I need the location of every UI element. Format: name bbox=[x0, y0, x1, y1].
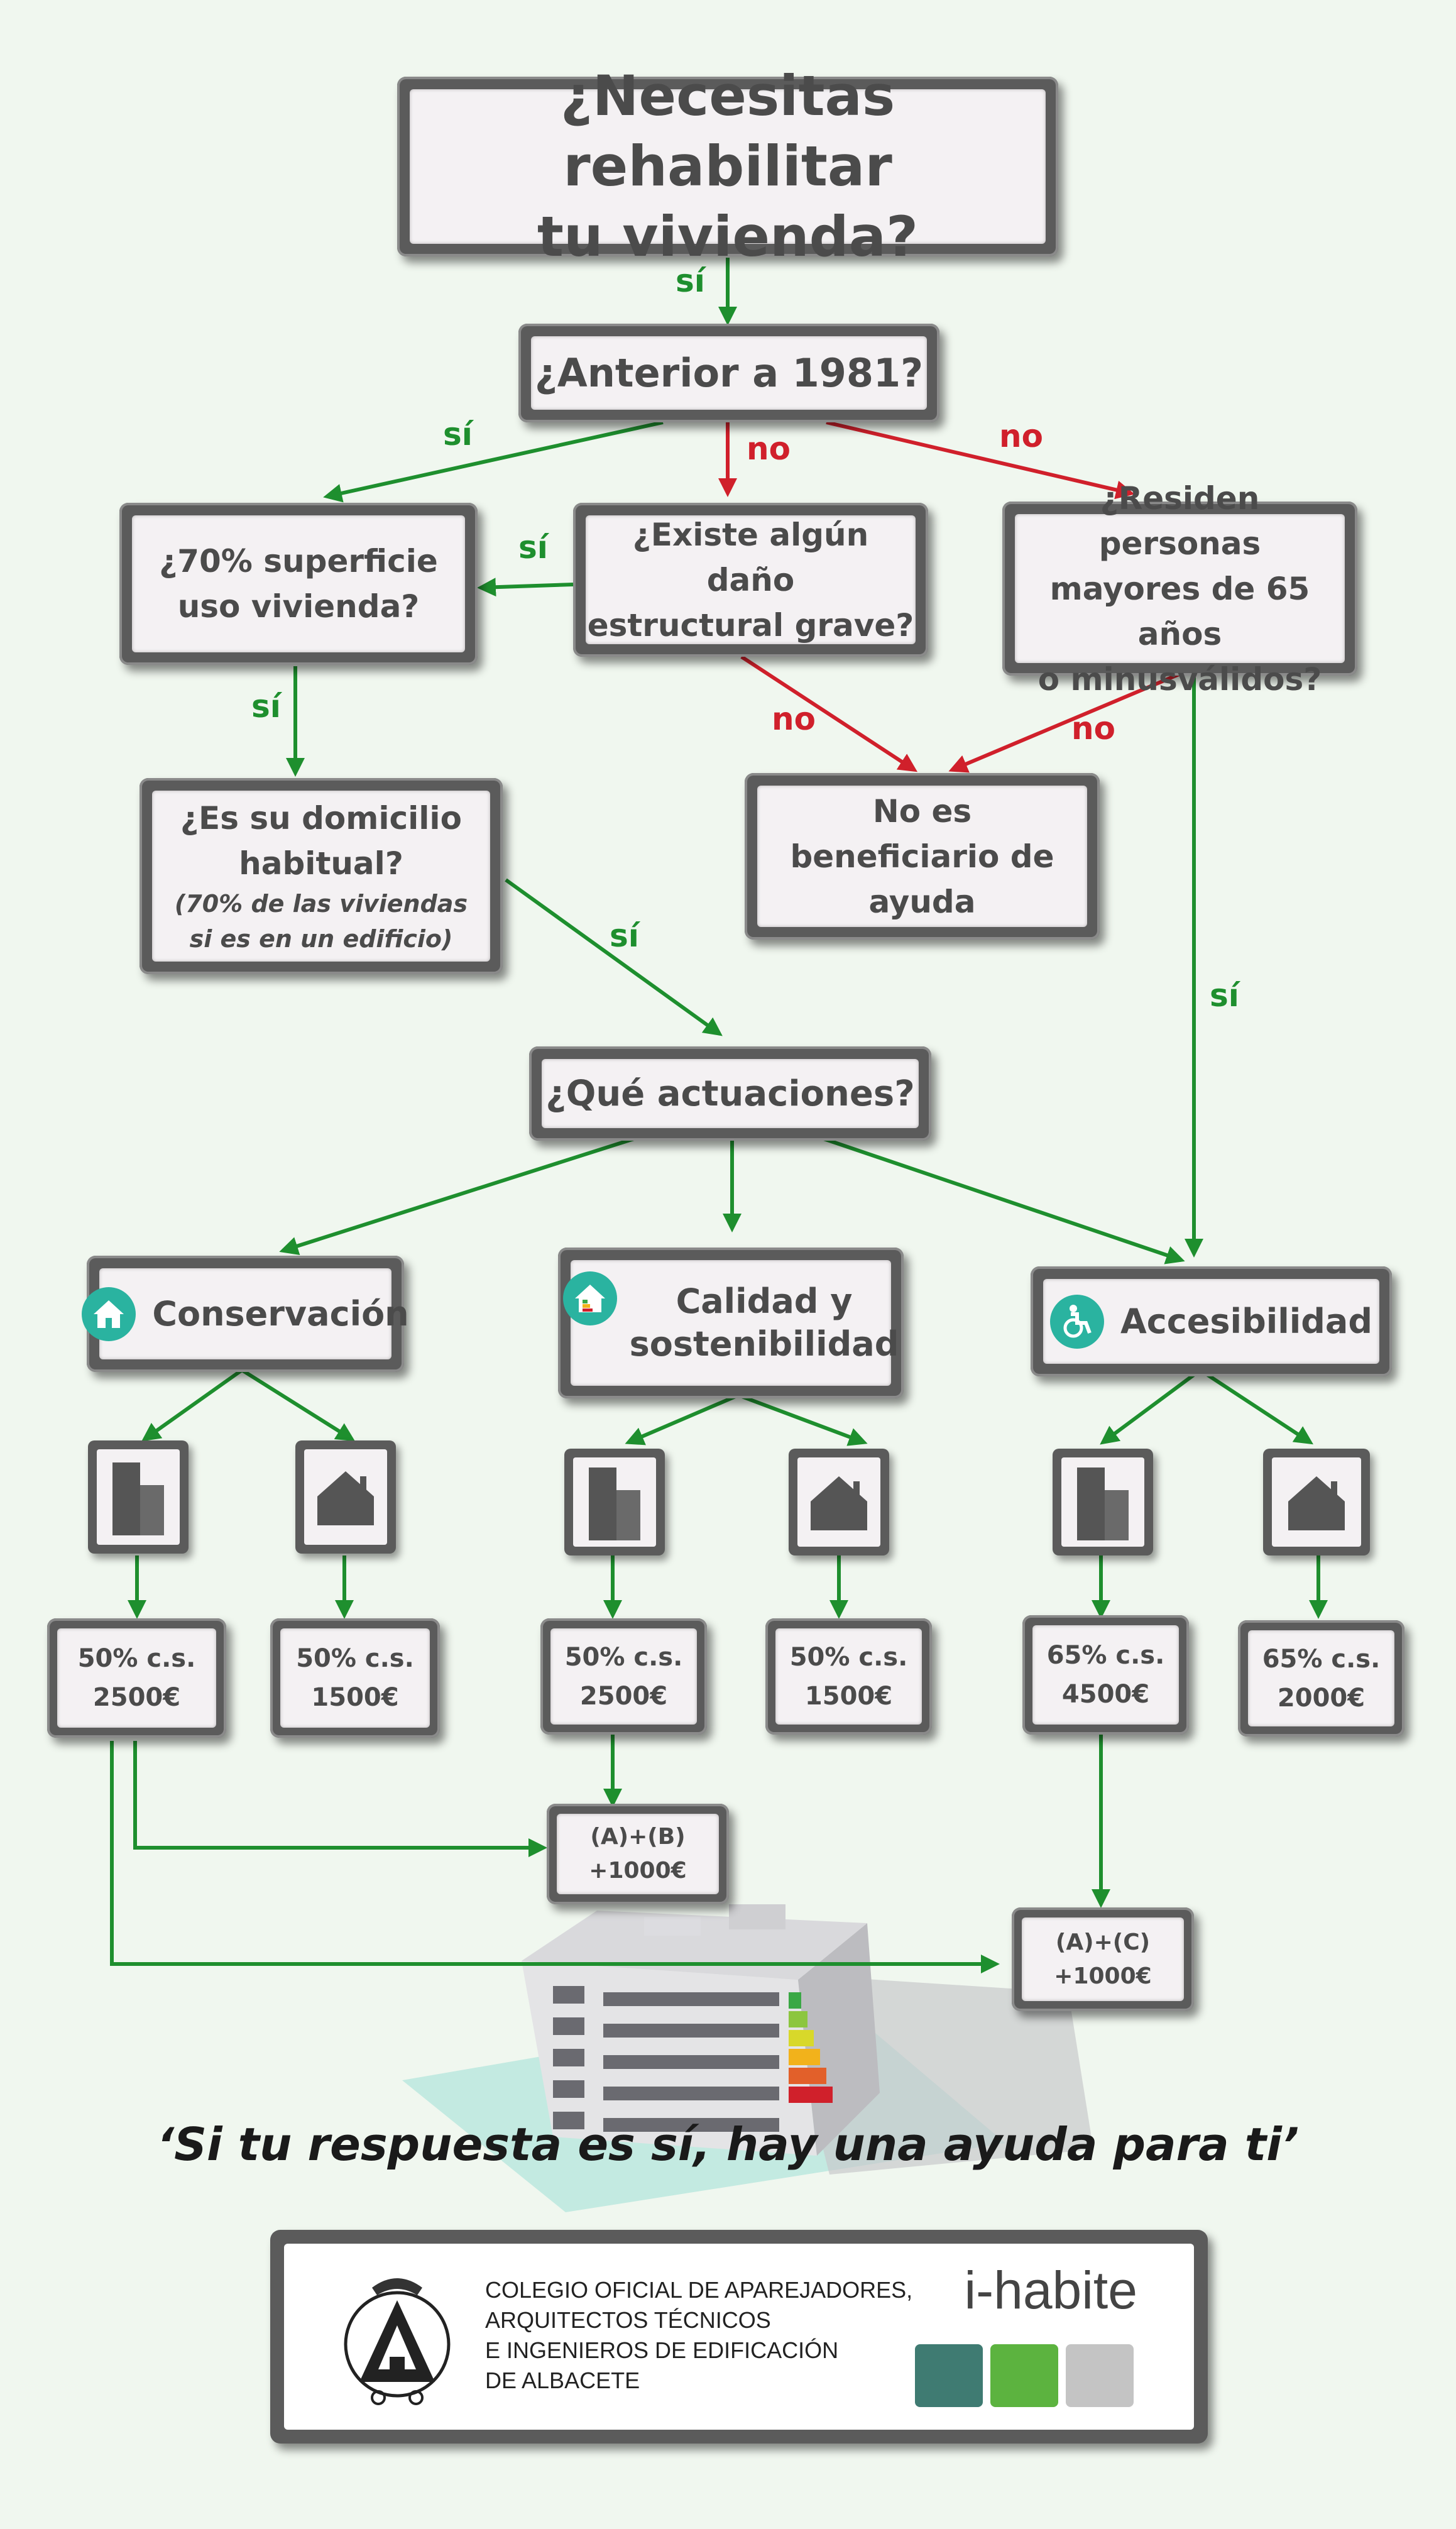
house-icon bbox=[1288, 1476, 1345, 1530]
house-icon bbox=[811, 1476, 867, 1530]
domicilio-note-line2: si es en un edificio) bbox=[189, 925, 453, 953]
energy-house-icon bbox=[562, 1271, 617, 1325]
building-icon bbox=[589, 1467, 640, 1540]
superficie-line2: uso vivienda? bbox=[177, 588, 420, 625]
combo-ab-box: (A)+(B) +1000€ bbox=[547, 1804, 729, 1904]
brand-swatch bbox=[1066, 2344, 1134, 2407]
dano-line2: estructural grave? bbox=[587, 606, 914, 644]
house-tile bbox=[295, 1440, 396, 1554]
amount-value: 2000€ bbox=[1277, 1683, 1366, 1713]
combo-ac-line2: +1000€ bbox=[1054, 1963, 1152, 1989]
building-icon bbox=[112, 1462, 164, 1535]
label-no: no bbox=[1071, 710, 1115, 747]
amount-box: 50% c.s. 1500€ bbox=[270, 1618, 440, 1738]
amount-percent: 50% c.s. bbox=[564, 1642, 683, 1672]
dano-line1: ¿Existe algún daño bbox=[632, 516, 869, 598]
slogan: ‘Si tu respuesta es sí, hay una ayuda pa… bbox=[156, 2118, 1300, 2171]
domicilio-box: ¿Es su domicilio habitual? (70% de las v… bbox=[140, 778, 503, 974]
combo-ab-line1: (A)+(B) bbox=[590, 1824, 686, 1850]
no-beneficiario-box: No es beneficiario de ayuda bbox=[745, 773, 1100, 940]
org-line2: ARQUITECTOS TÉCNICOS bbox=[485, 2307, 771, 2333]
mayores-line3: o minusválidos? bbox=[1037, 661, 1322, 698]
brand-swatch bbox=[990, 2344, 1058, 2407]
actuaciones-box: ¿Qué actuaciones? bbox=[529, 1046, 931, 1141]
label-si: sí bbox=[676, 263, 705, 299]
building-tile bbox=[564, 1449, 665, 1555]
brand-name: i-habite bbox=[964, 2261, 1137, 2320]
dano-estructural-box: ¿Existe algún daño estructural grave? bbox=[573, 503, 928, 657]
label-si: sí bbox=[251, 688, 281, 725]
main-question-line1: ¿Necesitas rehabilitar bbox=[560, 63, 895, 199]
label-no: no bbox=[747, 431, 791, 467]
conservacion-box: Conservación bbox=[82, 1256, 409, 1372]
house-icon bbox=[82, 1286, 136, 1341]
house-tile bbox=[1263, 1449, 1370, 1555]
wheelchair-icon bbox=[1049, 1294, 1104, 1349]
label-no: no bbox=[772, 701, 816, 737]
superficie-box: ¿70% superficie uso vivienda? bbox=[119, 503, 478, 665]
building-tile bbox=[88, 1440, 189, 1554]
main-question-box: ¿Necesitas rehabilitar tu vivienda? bbox=[397, 63, 1058, 269]
domicilio-line1: ¿Es su domicilio bbox=[180, 800, 462, 837]
accesibilidad-label: Accesibilidad bbox=[1120, 1301, 1373, 1341]
label-si: sí bbox=[443, 416, 473, 453]
calidad-box: Calidad y sostenibilidad bbox=[558, 1248, 904, 1398]
amount-percent: 50% c.s. bbox=[789, 1642, 908, 1672]
no-beneficiario-line1: No es bbox=[872, 793, 972, 830]
superficie-line1: ¿70% superficie bbox=[159, 543, 438, 579]
no-beneficiario-line2: beneficiario de bbox=[790, 838, 1054, 875]
calidad-line2: sostenibilidad bbox=[629, 1324, 899, 1364]
building-icon bbox=[1077, 1467, 1129, 1540]
accesibilidad-box: Accesibilidad bbox=[1031, 1266, 1392, 1376]
no-beneficiario-line3: ayuda bbox=[868, 883, 976, 920]
footer-panel: COLEGIO OFICIAL DE APAREJADORES, ARQUITE… bbox=[270, 2230, 1208, 2444]
house-icon bbox=[317, 1471, 374, 1525]
domicilio-line2: habitual? bbox=[239, 845, 403, 882]
amount-percent: 65% c.s. bbox=[1046, 1641, 1165, 1670]
anterior-1981-text: ¿Anterior a 1981? bbox=[534, 350, 924, 396]
amount-box: 50% c.s. 2500€ bbox=[540, 1618, 707, 1735]
mayores-line1: ¿Residen personas bbox=[1098, 480, 1261, 562]
brand-swatch bbox=[915, 2344, 983, 2407]
conservacion-label: Conservación bbox=[152, 1293, 409, 1334]
combo-ac-box: (A)+(C) +1000€ bbox=[1012, 1907, 1194, 2011]
anterior-1981-box: ¿Anterior a 1981? bbox=[518, 324, 939, 422]
building-illustration bbox=[402, 1904, 1093, 2212]
org-line1: COLEGIO OFICIAL DE APAREJADORES, bbox=[485, 2277, 913, 2303]
building-tile bbox=[1053, 1449, 1153, 1555]
label-si: sí bbox=[518, 529, 548, 566]
org-line3: E INGENIEROS DE EDIFICACIÓN bbox=[485, 2337, 839, 2363]
amount-percent: 65% c.s. bbox=[1262, 1644, 1381, 1674]
flow-arrows bbox=[110, 258, 1328, 1973]
label-si: sí bbox=[610, 918, 639, 954]
house-tile bbox=[789, 1449, 889, 1555]
amount-value: 2500€ bbox=[579, 1681, 668, 1711]
amount-box: 50% c.s. 1500€ bbox=[765, 1618, 932, 1735]
amount-value: 1500€ bbox=[311, 1683, 399, 1712]
mayores-box: ¿Residen personas mayores de 65 años o m… bbox=[1002, 480, 1357, 698]
amount-box: 65% c.s. 2000€ bbox=[1238, 1620, 1404, 1736]
amount-box: 50% c.s. 2500€ bbox=[47, 1618, 226, 1738]
org-line4: DE ALBACETE bbox=[485, 2367, 640, 2393]
domicilio-note-line1: (70% de las viviendas bbox=[174, 890, 468, 918]
combo-ac-line1: (A)+(C) bbox=[1055, 1929, 1151, 1955]
amount-value: 2500€ bbox=[92, 1683, 181, 1712]
amount-percent: 50% c.s. bbox=[296, 1644, 414, 1673]
label-no: no bbox=[999, 418, 1043, 454]
label-si: sí bbox=[1210, 977, 1239, 1014]
calidad-line1: Calidad y bbox=[676, 1281, 853, 1321]
main-question-line2: tu vivienda? bbox=[537, 204, 919, 269]
combo-ab-line2: +1000€ bbox=[589, 1858, 687, 1884]
college-emblem-icon bbox=[344, 2278, 451, 2405]
mayores-line2: mayores de 65 años bbox=[1049, 570, 1310, 652]
amount-value: 1500€ bbox=[804, 1681, 893, 1711]
amount-percent: 50% c.s. bbox=[77, 1644, 196, 1673]
amount-value: 4500€ bbox=[1061, 1680, 1150, 1709]
actuaciones-text: ¿Qué actuaciones? bbox=[545, 1073, 915, 1114]
amount-box: 65% c.s. 4500€ bbox=[1022, 1615, 1189, 1735]
